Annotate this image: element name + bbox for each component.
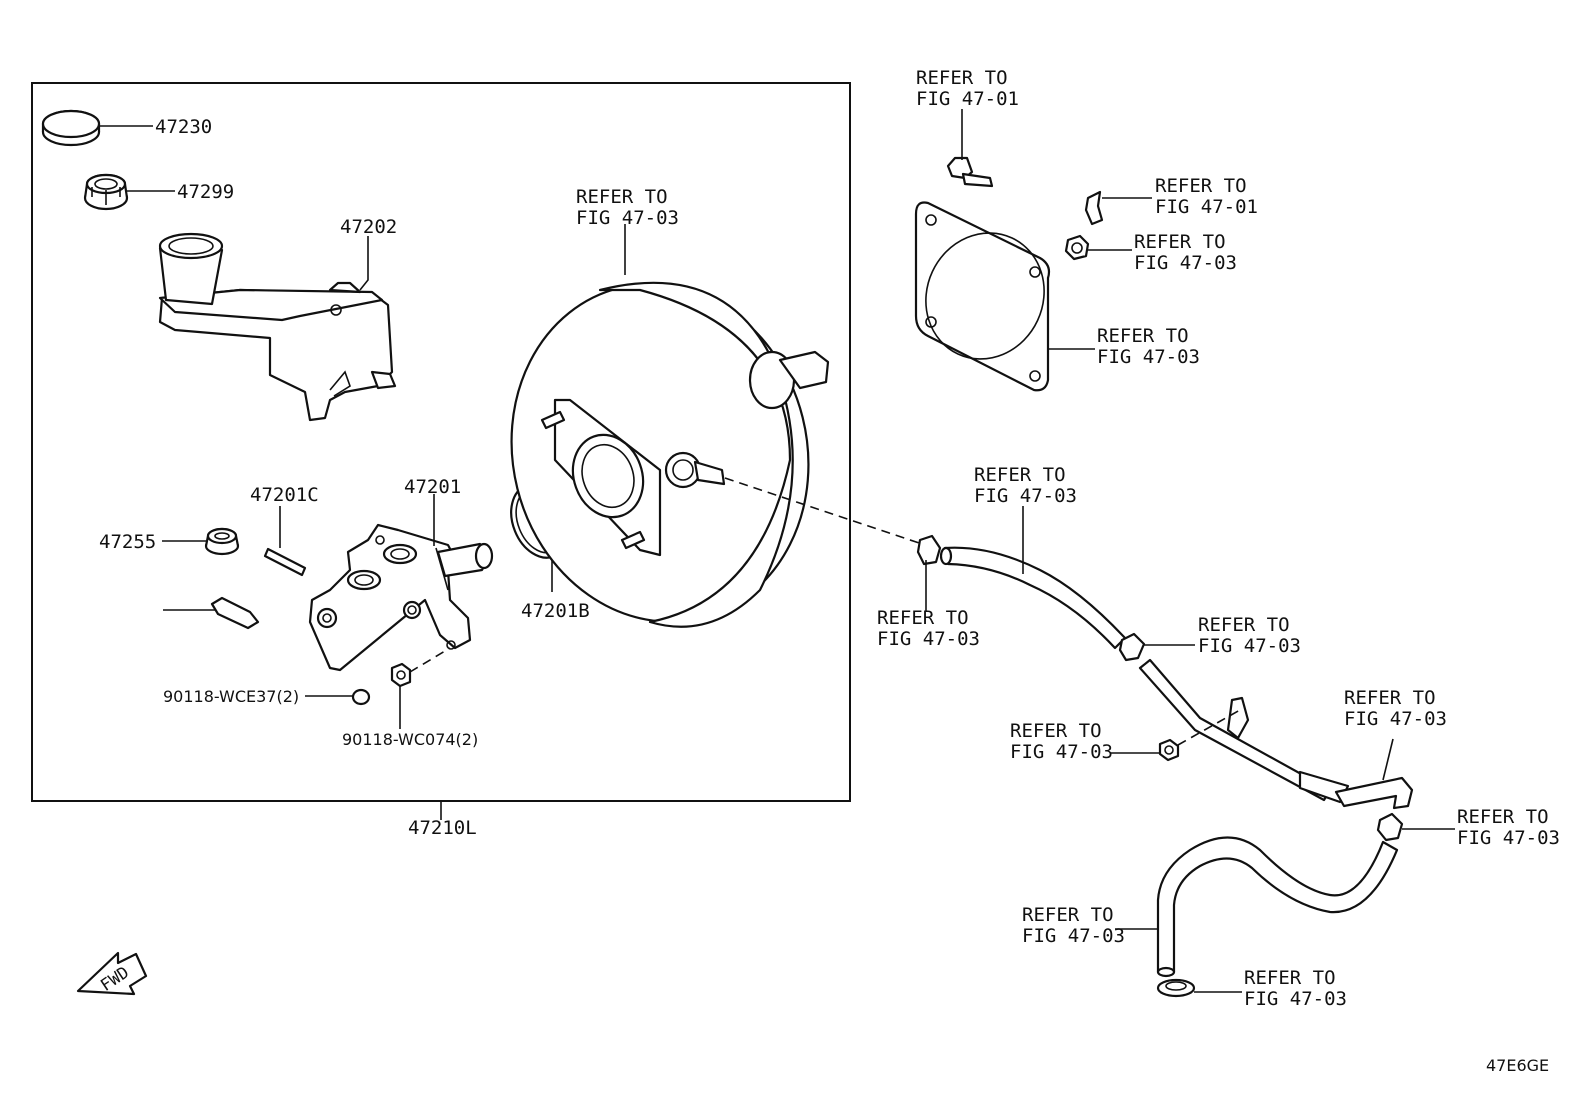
leader-pipe-end xyxy=(1382,738,1394,781)
ref-clamp-right-line2: FIG 47-03 xyxy=(1457,827,1560,849)
ref-clamp-bottom-line1: REFER TO xyxy=(1244,967,1336,989)
booster-nut[interactable] xyxy=(1064,234,1090,261)
reservoir-clip[interactable] xyxy=(210,596,260,630)
master-cylinder-nut[interactable] xyxy=(390,662,412,688)
ref-nut-line2: FIG 47-03 xyxy=(1134,252,1237,274)
ref-hose-lower-line2: FIG 47-03 xyxy=(1022,925,1125,947)
label-47201B: 47201B xyxy=(521,600,590,622)
ref-gasket-line1: REFER TO xyxy=(1097,325,1189,347)
leader-47202 xyxy=(359,236,369,291)
nut-dashed-guide xyxy=(409,647,451,673)
ref-pipe-nut-line2: FIG 47-03 xyxy=(1010,741,1113,763)
ref-clamp-bottom-line2: FIG 47-03 xyxy=(1244,988,1347,1010)
ref-clamp-right-line1: REFER TO xyxy=(1457,806,1549,828)
ref-clamp-middle-line1: REFER TO xyxy=(1198,614,1290,636)
booster-hose-dashed-guide xyxy=(724,477,926,546)
label-90118-wc074: 90118-WC074(2) xyxy=(342,730,478,749)
ref-clamp-middle-line2: FIG 47-03 xyxy=(1198,635,1301,657)
ref-booster-line2: FIG 47-03 xyxy=(576,207,679,229)
ref-clip-line2: FIG 47-01 xyxy=(1155,196,1258,218)
hose-clamp-middle[interactable] xyxy=(1118,632,1146,662)
ref-hose-lower-line1: REFER TO xyxy=(1022,904,1114,926)
label-47230: 47230 xyxy=(155,116,212,138)
label-47201C: 47201C xyxy=(250,484,319,506)
ref-clamp-left-line1: REFER TO xyxy=(877,607,969,629)
vacuum-hose-upper[interactable] xyxy=(916,534,1127,650)
master-cylinder[interactable] xyxy=(308,523,494,672)
vacuum-pipe-middle[interactable] xyxy=(1138,658,1414,810)
spring-clip[interactable] xyxy=(1084,190,1104,226)
hose-clamp-bottom[interactable] xyxy=(1156,978,1196,998)
fwd-arrow-icon: FWD xyxy=(76,951,148,996)
booster-gasket[interactable] xyxy=(905,201,1064,392)
ref-bolt-line2: FIG 47-01 xyxy=(916,88,1019,110)
ref-clamp-left-line2: FIG 47-03 xyxy=(877,628,980,650)
reservoir-cap[interactable] xyxy=(41,109,101,147)
ref-hose-upper-line2: FIG 47-03 xyxy=(974,485,1077,507)
label-47255: 47255 xyxy=(99,531,156,553)
assembly-label: 47210L xyxy=(408,817,477,839)
hose-clamp-right[interactable] xyxy=(1376,812,1404,842)
retaining-pin[interactable] xyxy=(263,547,307,577)
pipe-nut-dashed-guide xyxy=(1177,709,1241,746)
brake-booster[interactable] xyxy=(476,252,844,653)
o-ring[interactable] xyxy=(351,688,371,706)
ref-nut-line1: REFER TO xyxy=(1134,231,1226,253)
ref-gasket-line2: FIG 47-03 xyxy=(1097,346,1200,368)
ref-pipe-end-line2: FIG 47-03 xyxy=(1344,708,1447,730)
label-47201: 47201 xyxy=(404,476,461,498)
ref-booster-line1: REFER TO xyxy=(576,186,668,208)
ref-bolt-line1: REFER TO xyxy=(916,67,1008,89)
ref-hose-upper-line1: REFER TO xyxy=(974,464,1066,486)
reservoir-grommet[interactable] xyxy=(204,527,240,556)
ref-clip-line1: REFER TO xyxy=(1155,175,1247,197)
reservoir-strainer[interactable] xyxy=(83,173,129,211)
ref-pipe-end-line1: REFER TO xyxy=(1344,687,1436,709)
brake-fluid-reservoir[interactable] xyxy=(158,232,397,422)
label-47299: 47299 xyxy=(177,181,234,203)
ref-pipe-nut-line1: REFER TO xyxy=(1010,720,1102,742)
booster-bolt[interactable] xyxy=(946,156,994,188)
pipe-bracket-nut[interactable] xyxy=(1158,738,1180,762)
vacuum-hose-lower[interactable] xyxy=(1156,836,1399,978)
label-47202: 47202 xyxy=(340,216,397,238)
label-90118-wce37: 90118-WCE37(2) xyxy=(163,687,299,706)
diagram-code: 47E6GE xyxy=(1486,1056,1549,1075)
